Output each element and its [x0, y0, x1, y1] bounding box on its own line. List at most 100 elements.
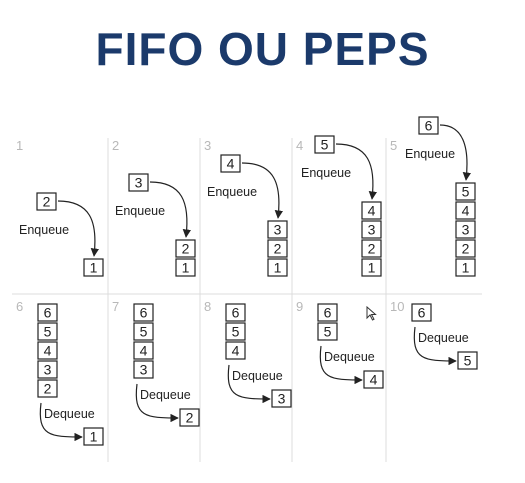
queue-item: 4: [361, 201, 382, 220]
queue-item-frame: [37, 303, 58, 322]
incoming-item-value: 5: [321, 137, 329, 153]
steps: 112Enqueue2213Enqueue33214Enqueue443215E…: [16, 116, 478, 446]
dequeued-item-value: 5: [464, 353, 472, 369]
dequeue-arrow: [227, 364, 271, 404]
queue-item: 3: [133, 360, 154, 379]
queue-item-frame: [361, 239, 382, 258]
queue-item-value: 3: [368, 222, 376, 238]
queue-item: 4: [455, 201, 476, 220]
queue-item-value: 5: [232, 324, 240, 340]
queue-item-value: 4: [462, 203, 470, 219]
dequeue-arrow: [135, 383, 179, 423]
dequeue-label: Dequeue: [140, 388, 191, 402]
queue-item-frame: [317, 303, 338, 322]
step-grid: [12, 138, 482, 462]
queue-item: 5: [37, 322, 58, 341]
dequeued-item: 5: [457, 351, 478, 370]
queue-item-value: 6: [140, 305, 148, 321]
enqueue-arrow: [57, 200, 100, 257]
queue-item-frame: [83, 258, 104, 277]
queue-item-frame: [133, 322, 154, 341]
queue-item-frame: [133, 341, 154, 360]
step-number: 10: [390, 299, 404, 314]
queue-item-frame: [225, 341, 246, 360]
incoming-item: 6: [418, 116, 439, 135]
queue-item: 6: [317, 303, 338, 322]
queue-item-frame: [361, 258, 382, 277]
queue-item-frame: [133, 303, 154, 322]
queue-item: 3: [267, 220, 288, 239]
dequeued-item-frame: [457, 351, 478, 370]
queue-item-frame: [361, 220, 382, 239]
queue-item: 4: [225, 341, 246, 360]
incoming-item-frame: [418, 116, 439, 135]
queue-item-frame: [267, 239, 288, 258]
queue-item-value: 2: [44, 381, 52, 397]
queue-item-value: 2: [368, 241, 376, 257]
queue-item: 6: [37, 303, 58, 322]
enqueue-label: Enqueue: [301, 166, 351, 180]
queue-item-frame: [455, 220, 476, 239]
queue-item: 4: [133, 341, 154, 360]
dequeue-arrow: [39, 402, 83, 442]
queue-item-value: 1: [462, 260, 470, 276]
incoming-item-frame: [36, 192, 57, 211]
dequeued-item: 4: [363, 370, 384, 389]
queue-item: 5: [317, 322, 338, 341]
enqueue-label: Enqueue: [19, 223, 69, 237]
dequeue-label: Dequeue: [232, 369, 283, 383]
step-number: 4: [296, 138, 303, 153]
queue-item: 3: [361, 220, 382, 239]
queue-item-frame: [267, 258, 288, 277]
queue-item-frame: [37, 379, 58, 398]
queue-item-value: 6: [232, 305, 240, 321]
queue-item-value: 5: [462, 184, 470, 200]
queue-item-value: 5: [44, 324, 52, 340]
mouse-cursor-icon: [366, 306, 377, 321]
queue-item: 3: [455, 220, 476, 239]
queue-item: 2: [361, 239, 382, 258]
dequeued-item-frame: [83, 427, 104, 446]
incoming-item-frame: [220, 154, 241, 173]
queue-item-frame: [411, 303, 432, 322]
dequeued-item-value: 1: [90, 429, 98, 445]
step-number: 1: [16, 138, 23, 153]
queue-item: 5: [455, 182, 476, 201]
queue-item: 1: [175, 258, 196, 277]
queue-item: 1: [361, 258, 382, 277]
queue-item-value: 2: [182, 241, 190, 257]
step-number: 2: [112, 138, 119, 153]
queue-item: 6: [225, 303, 246, 322]
queue-item-frame: [455, 239, 476, 258]
incoming-item-value: 6: [425, 118, 433, 134]
enqueue-label: Enqueue: [207, 185, 257, 199]
dequeue-label: Dequeue: [44, 407, 95, 421]
dequeued-item-frame: [179, 408, 200, 427]
dequeued-item-value: 4: [370, 372, 378, 388]
queue-item-value: 4: [232, 343, 240, 359]
incoming-item-frame: [128, 173, 149, 192]
queue-item: 3: [37, 360, 58, 379]
step-number: 9: [296, 299, 303, 314]
dequeued-item: 1: [83, 427, 104, 446]
enqueue-arrow: [439, 124, 472, 181]
incoming-item: 3: [128, 173, 149, 192]
step-number: 8: [204, 299, 211, 314]
enqueue-label: Enqueue: [115, 204, 165, 218]
incoming-item: 2: [36, 192, 57, 211]
dequeue-arrow: [413, 326, 457, 366]
step-number: 6: [16, 299, 23, 314]
queue-item-frame: [455, 182, 476, 201]
step-number: 7: [112, 299, 119, 314]
queue-item-frame: [455, 201, 476, 220]
queue-item-value: 6: [418, 305, 426, 321]
dequeued-item-value: 2: [186, 410, 194, 426]
